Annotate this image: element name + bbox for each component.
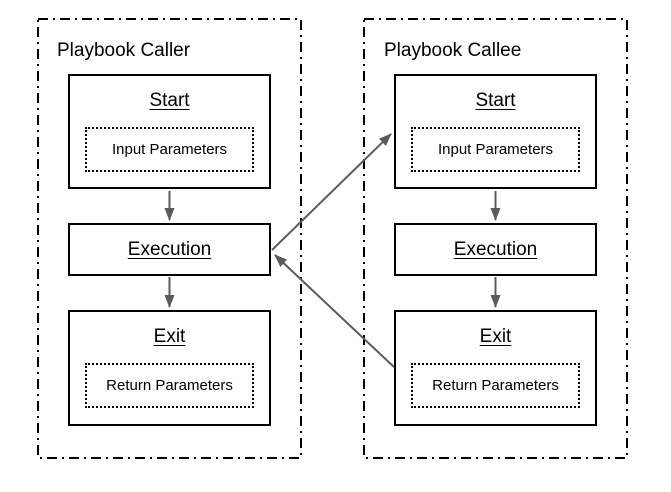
caller-start-title: Start: [149, 90, 190, 111]
caller-container-title: Playbook Caller: [57, 40, 191, 61]
caller-return-parameters-label: Return Parameters: [106, 377, 233, 394]
callee-start-node: Start Input Parameters: [394, 74, 597, 189]
callee-exit-node: Exit Return Parameters: [394, 310, 597, 426]
caller-input-parameters-label: Input Parameters: [111, 141, 228, 158]
caller-input-parameters-box: Input Parameters: [85, 127, 254, 172]
callee-execution-node: Execution: [394, 223, 597, 276]
callee-input-parameters-label: Input Parameters: [437, 141, 554, 158]
edge-callee-exit-to-caller-execution: [274, 254, 395, 368]
caller-execution-title: Execution: [127, 239, 212, 260]
callee-return-parameters-label: Return Parameters: [432, 377, 559, 394]
caller-exit-node: Exit Return Parameters: [68, 310, 271, 426]
callee-return-parameters-box: Return Parameters: [411, 363, 580, 408]
callee-execution-title: Execution: [453, 239, 538, 260]
caller-exit-title: Exit: [153, 326, 186, 347]
callee-container-title: Playbook Callee: [384, 40, 522, 61]
caller-execution-node: Execution: [68, 223, 271, 276]
callee-start-title: Start: [475, 90, 516, 111]
callee-input-parameters-box: Input Parameters: [411, 127, 580, 172]
caller-return-parameters-box: Return Parameters: [85, 363, 254, 408]
callee-exit-title: Exit: [479, 326, 512, 347]
caller-start-node: Start Input Parameters: [68, 74, 271, 189]
edge-caller-execution-to-callee-start: [271, 133, 392, 251]
